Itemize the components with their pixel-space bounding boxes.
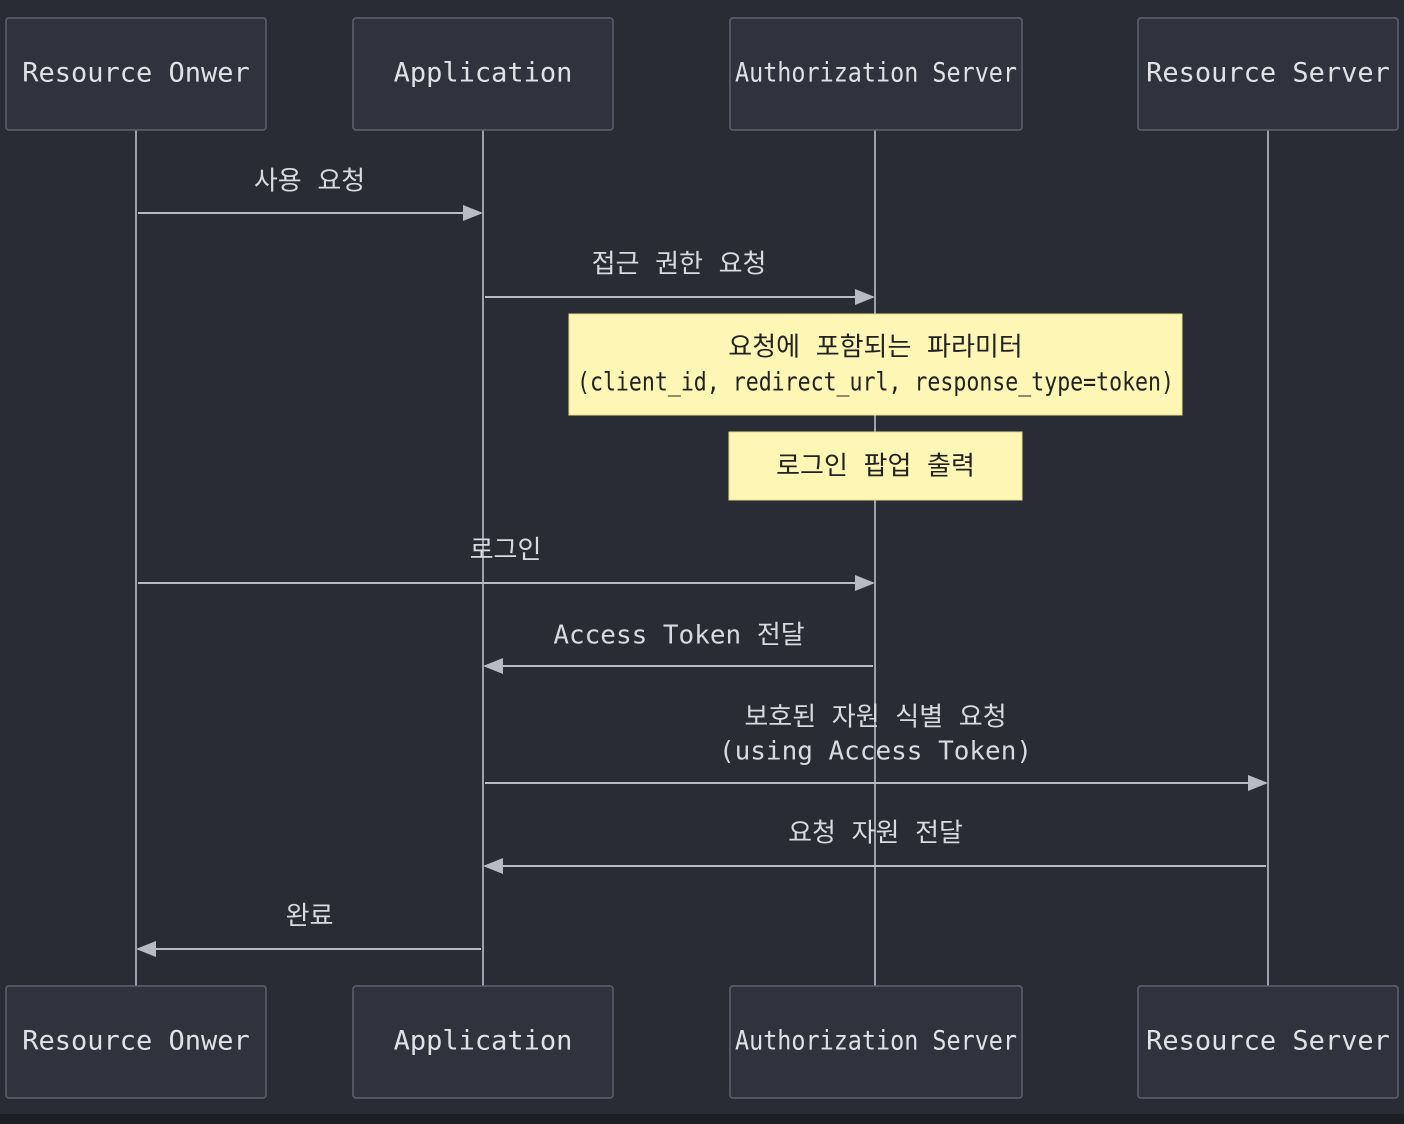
actor-box-res-bottom <box>1137 985 1399 1099</box>
message-5-label-line-2: (using Access Token) <box>719 737 1032 767</box>
actor-box-res-top <box>1137 17 1399 131</box>
message-7-label: 완료 <box>286 902 334 932</box>
actor-box-owner-bottom <box>5 985 267 1099</box>
bottom-strip <box>0 1114 1404 1124</box>
note-1-line-2: (client_id, redirect_url, response_type=… <box>577 368 1174 398</box>
note-1-line-1: 요청에 포함되는 파라미터 <box>728 333 1022 363</box>
message-6-label: 요청 자원 전달 <box>788 819 963 849</box>
actor-label-auth-bottom: Authorization Server <box>735 1026 1017 1057</box>
note-box-1 <box>568 313 1183 416</box>
actor-label-app-top: Application <box>394 58 573 89</box>
note-2-line-1: 로그인 팝업 출력 <box>776 452 975 482</box>
message-4-label: Access Token 전달 <box>553 621 804 651</box>
message-5-label-line-1: 보호된 자원 식별 요청 <box>744 703 1006 733</box>
actor-label-owner-top: Resource Onwer <box>22 58 250 89</box>
actor-label-res-bottom: Resource Server <box>1146 1026 1390 1057</box>
message-1-label: 사용 요청 <box>254 167 365 197</box>
actor-label-app-bottom: Application <box>394 1026 573 1057</box>
actor-label-res-top: Resource Server <box>1146 58 1390 89</box>
actor-box-auth-bottom <box>729 985 1023 1099</box>
note-box-2 <box>728 431 1023 501</box>
actor-box-owner-top <box>5 17 267 131</box>
message-3-label: 로그인 <box>470 536 542 566</box>
actor-box-app-top <box>352 17 614 131</box>
actor-label-auth-top: Authorization Server <box>735 58 1017 89</box>
message-2-label: 접근 권한 요청 <box>592 250 767 280</box>
actor-label-owner-bottom: Resource Onwer <box>22 1026 250 1057</box>
actor-box-app-bottom <box>352 985 614 1099</box>
actor-box-auth-top <box>729 17 1023 131</box>
